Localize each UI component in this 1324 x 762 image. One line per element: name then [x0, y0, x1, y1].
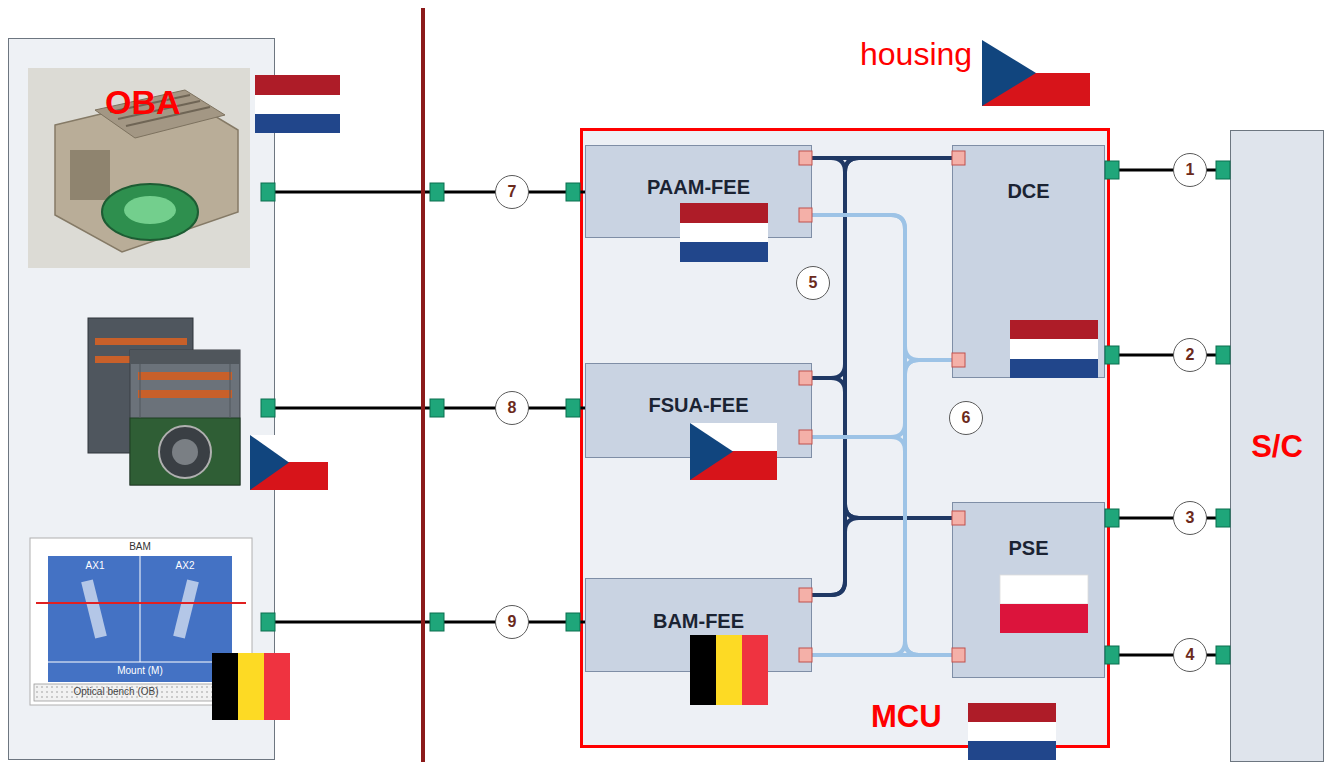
- callout-number: 5: [796, 266, 830, 300]
- cable-line: [275, 191, 585, 194]
- process-box: PSE: [952, 502, 1105, 678]
- cable-line: [275, 407, 585, 410]
- callout-number: 1: [1173, 153, 1207, 187]
- callout-number: 4: [1173, 638, 1207, 672]
- node-label: FSUA-FEE: [649, 394, 749, 417]
- process-box: BAM-FEE: [585, 578, 812, 672]
- callout-number: 9: [495, 605, 529, 639]
- node-label: PAAM-FEE: [647, 176, 750, 199]
- process-box: PAAM-FEE: [585, 145, 812, 238]
- boundary-line: [421, 8, 425, 762]
- process-box: DCE: [952, 145, 1105, 378]
- callout-number: 7: [495, 175, 529, 209]
- node-label: PSE: [1008, 537, 1048, 560]
- spacecraft-panel: S/C: [1230, 130, 1324, 762]
- node-label: BAM-FEE: [653, 610, 744, 633]
- figure-title: BAM: [129, 541, 151, 553]
- cable-line: [1105, 169, 1230, 172]
- cable-line: [1105, 354, 1230, 357]
- callout-number: 2: [1173, 338, 1207, 372]
- node-label: MCU: [871, 699, 942, 735]
- part-label: Optical bench (OB): [73, 686, 158, 698]
- cable-line: [275, 621, 585, 624]
- flag-czech: [982, 40, 1090, 106]
- assembly-panel: OBA: [8, 38, 275, 760]
- axis-label: AX2: [176, 560, 195, 572]
- callout-number: 8: [495, 391, 529, 425]
- axis-label: AX1: [86, 560, 105, 572]
- node-label: OBA: [105, 83, 181, 122]
- node-label: S/C: [1251, 429, 1303, 465]
- process-box: FSUA-FEE: [585, 363, 812, 458]
- callout-number: 6: [949, 401, 983, 435]
- node-label: DCE: [1007, 180, 1049, 203]
- part-label: Mount (M): [117, 665, 163, 677]
- cable-line: [1105, 517, 1230, 520]
- housing-label: housing: [860, 36, 972, 73]
- callout-number: 3: [1173, 501, 1207, 535]
- cable-line: [1105, 654, 1230, 657]
- unit-housing: MCU PAAM-FEE FSUA-FEE BAM-FEE DCE PSE: [580, 128, 1110, 748]
